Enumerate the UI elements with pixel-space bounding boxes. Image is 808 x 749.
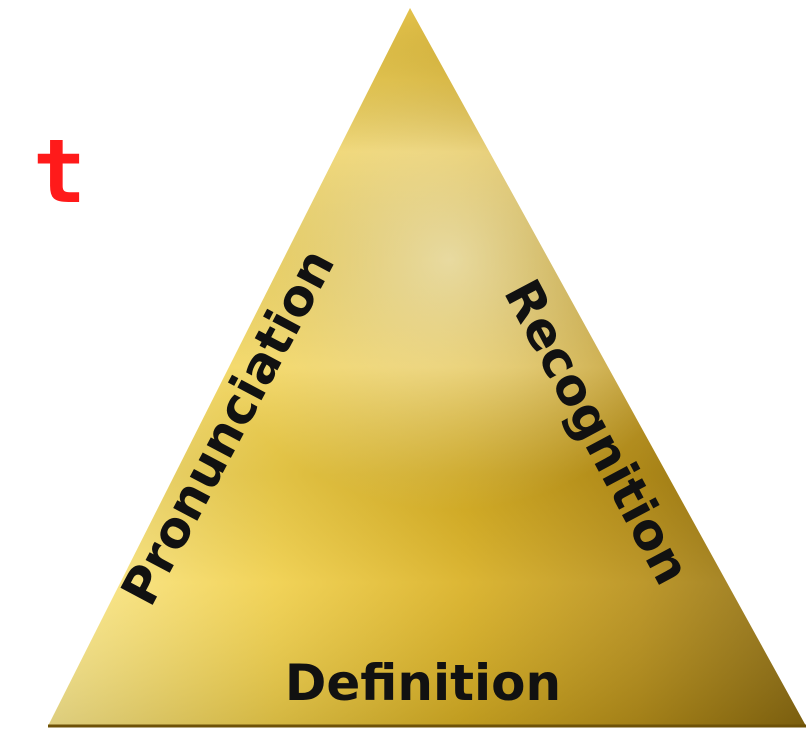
triangle-texture [48, 8, 806, 726]
partial-heading-letter: t [33, 128, 86, 223]
label-definition: Definition [285, 654, 561, 712]
partial-heading-text: t [0, 128, 98, 228]
